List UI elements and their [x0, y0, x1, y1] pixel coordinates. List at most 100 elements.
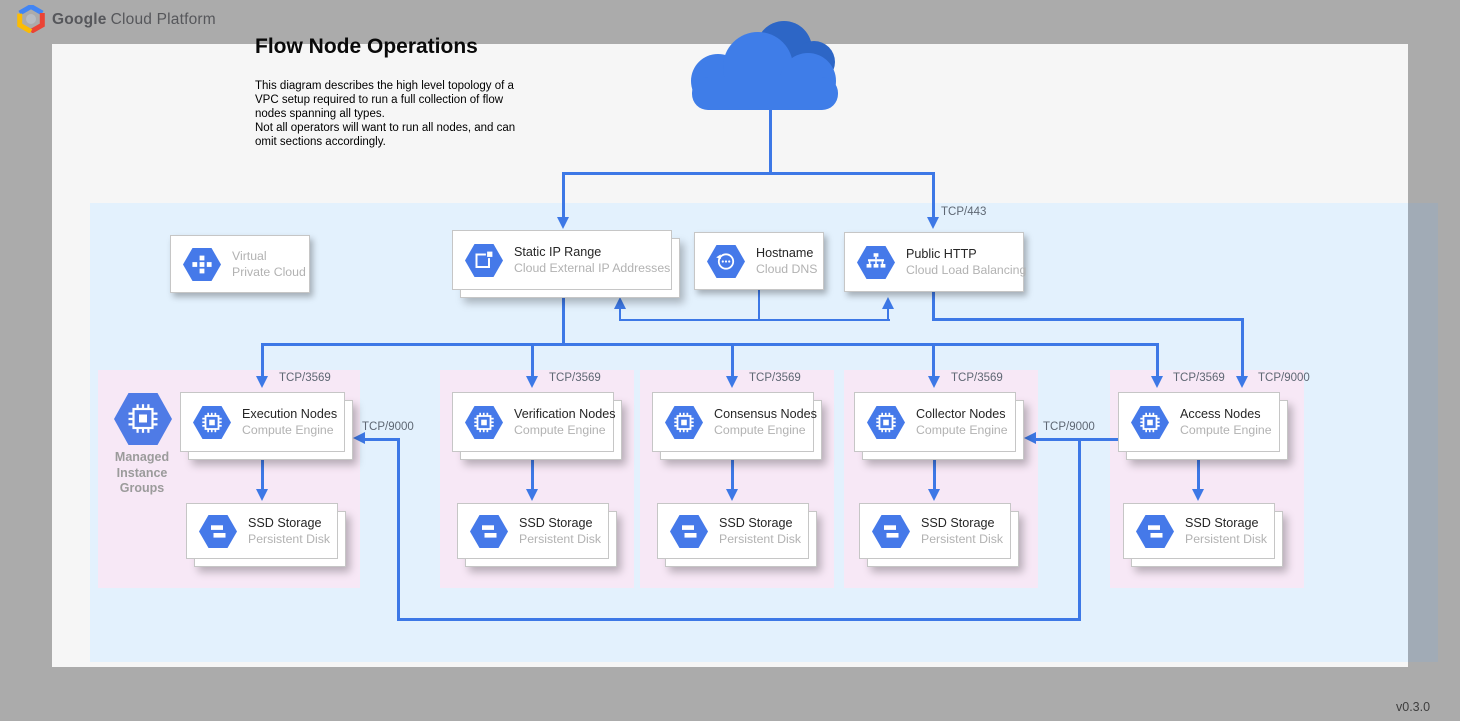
verification-nodes-title: Verification Nodes: [514, 407, 616, 421]
consensus-nodes-card: Consensus Nodes Compute Engine: [652, 392, 817, 452]
edge-hostname-drop: [758, 290, 760, 321]
persistent-disk-icon: [199, 514, 237, 548]
persistent-disk-icon: [470, 514, 508, 548]
vpc-zone-offcanvas: [1408, 203, 1438, 662]
access-nodes-card: Access Nodes Compute Engine: [1118, 392, 1280, 452]
load-balancing-icon: [857, 245, 895, 279]
arrow-into-execution-9000: [353, 432, 365, 444]
collector-nodes-card: Collector Nodes Compute Engine: [854, 392, 1016, 452]
arrow-into-collector-9000: [1024, 432, 1036, 444]
edge-static-ip-down: [562, 298, 565, 344]
external-ip-icon: [465, 243, 503, 277]
edge-drop-collector: [932, 346, 935, 377]
access-ssd-card: SSD Storage Persistent Disk: [1123, 503, 1275, 559]
edge-cloud-stem: [769, 110, 772, 173]
verification-ssd-card: SSD Storage Persistent Disk: [457, 503, 609, 559]
access-nodes-subtitle: Compute Engine: [1180, 423, 1272, 437]
port-label-tcp3569: TCP/3569: [279, 372, 331, 384]
arrow-cons-ssd: [726, 489, 738, 501]
arrow-into-static-ip: [557, 217, 569, 229]
arrow-into-verification: [526, 376, 538, 388]
vpc-icon: [183, 247, 221, 281]
edge-exec-ssd: [261, 458, 264, 490]
hostname-card: Hostname Cloud DNS: [694, 232, 824, 290]
edge-loop-bottom-bar: [397, 618, 1081, 621]
edge-top-bar: [562, 172, 935, 175]
persistent-disk-subtitle: Persistent Disk: [248, 532, 331, 546]
execution-ssd-card: SSD Storage Persistent Disk: [186, 503, 338, 559]
arrow-into-execution: [256, 376, 268, 388]
public-http-title: Public HTTP: [906, 247, 977, 261]
edge-up-static: [619, 309, 621, 321]
persistent-disk-icon: [1136, 514, 1174, 548]
edge-access-9000-drop: [1241, 318, 1244, 377]
diagram-description: This diagram describes the high level to…: [255, 79, 515, 149]
static-ip-range-card: Static IP Range Cloud External IP Addres…: [452, 230, 672, 290]
arrow-access-ssd: [1192, 489, 1204, 501]
persistent-disk-icon: [872, 514, 910, 548]
edge-drop-access: [1156, 346, 1159, 377]
port-label-tcp3569: TCP/3569: [549, 372, 601, 384]
port-label-tcp9000: TCP/9000: [1258, 372, 1310, 384]
edge-http-access-bar: [932, 318, 1244, 321]
edge-access-ssd: [1197, 458, 1200, 490]
persistent-disk-subtitle: Persistent Disk: [719, 532, 802, 546]
brand-google: Google: [52, 11, 107, 28]
managed-instance-groups-label: Managed Instance Groups: [96, 450, 188, 497]
hostname-subtitle: Cloud DNS: [756, 262, 818, 276]
verification-nodes-card: Verification Nodes Compute Engine: [452, 392, 616, 452]
port-label-tcp443: TCP/443: [941, 206, 987, 218]
edge-drop-public-http: [932, 175, 935, 217]
access-nodes-title: Access Nodes: [1180, 407, 1261, 421]
compute-engine-icon: [1131, 405, 1169, 439]
ssd-storage-title: SSD Storage: [248, 516, 322, 530]
arrow-verif-ssd: [526, 489, 538, 501]
arrow-up-static-ip: [614, 297, 626, 309]
page-title: Flow Node Operations: [255, 35, 478, 58]
edge-verif-ssd: [531, 458, 534, 490]
hostname-title: Hostname: [756, 246, 814, 260]
port-label-tcp3569: TCP/3569: [749, 372, 801, 384]
edge-http-down: [932, 292, 935, 320]
edge-loop-right-vert: [1078, 438, 1081, 621]
cloud-dns-icon: [707, 244, 745, 278]
arrow-into-access-9000: [1236, 376, 1248, 388]
mig-label-line: Groups: [119, 481, 165, 495]
description-line: VPC setup required to run a full collect…: [255, 94, 504, 106]
port-label-tcp3569: TCP/3569: [1173, 372, 1225, 384]
port-label-tcp9000: TCP/9000: [362, 421, 414, 433]
persistent-disk-subtitle: Persistent Disk: [519, 532, 602, 546]
static-ip-title: Static IP Range: [514, 245, 602, 259]
collector-nodes-title: Collector Nodes: [916, 407, 1006, 421]
arrow-into-collector: [928, 376, 940, 388]
edge-loop-left-vert: [397, 438, 400, 621]
edge-distribution-bar: [261, 343, 1159, 346]
collector-ssd-card: SSD Storage Persistent Disk: [859, 503, 1011, 559]
execution-nodes-card: Execution Nodes Compute Engine: [180, 392, 345, 452]
arrow-up-public-http: [882, 297, 894, 309]
public-http-subtitle: Cloud Load Balancing: [906, 263, 1027, 277]
execution-nodes-subtitle: Compute Engine: [242, 423, 334, 437]
port-label-tcp3569: TCP/3569: [951, 372, 1003, 384]
edge-drop-static-ip: [562, 175, 565, 217]
compute-engine-icon: [193, 405, 231, 439]
gcp-logo-icon: [17, 5, 45, 33]
edge-coll-ssd: [933, 458, 936, 490]
persistent-disk-subtitle: Persistent Disk: [1185, 532, 1268, 546]
arrow-exec-ssd: [256, 489, 268, 501]
ssd-storage-title: SSD Storage: [519, 516, 593, 530]
compute-engine-icon: [665, 405, 703, 439]
description-line: omit sections accordingly.: [255, 136, 386, 148]
edge-cons-ssd: [731, 458, 734, 490]
vpc-card-line1: Virtual: [232, 249, 267, 263]
consensus-nodes-subtitle: Compute Engine: [714, 423, 806, 437]
persistent-disk-icon: [670, 514, 708, 548]
persistent-disk-subtitle: Persistent Disk: [921, 532, 1004, 546]
arrow-into-access-3569: [1151, 376, 1163, 388]
description-line: This diagram describes the high level to…: [255, 80, 514, 92]
managed-instance-groups-icon: [114, 393, 172, 445]
port-label-tcp9000: TCP/9000: [1043, 421, 1095, 433]
description-line: nodes spanning all types.: [255, 108, 385, 120]
